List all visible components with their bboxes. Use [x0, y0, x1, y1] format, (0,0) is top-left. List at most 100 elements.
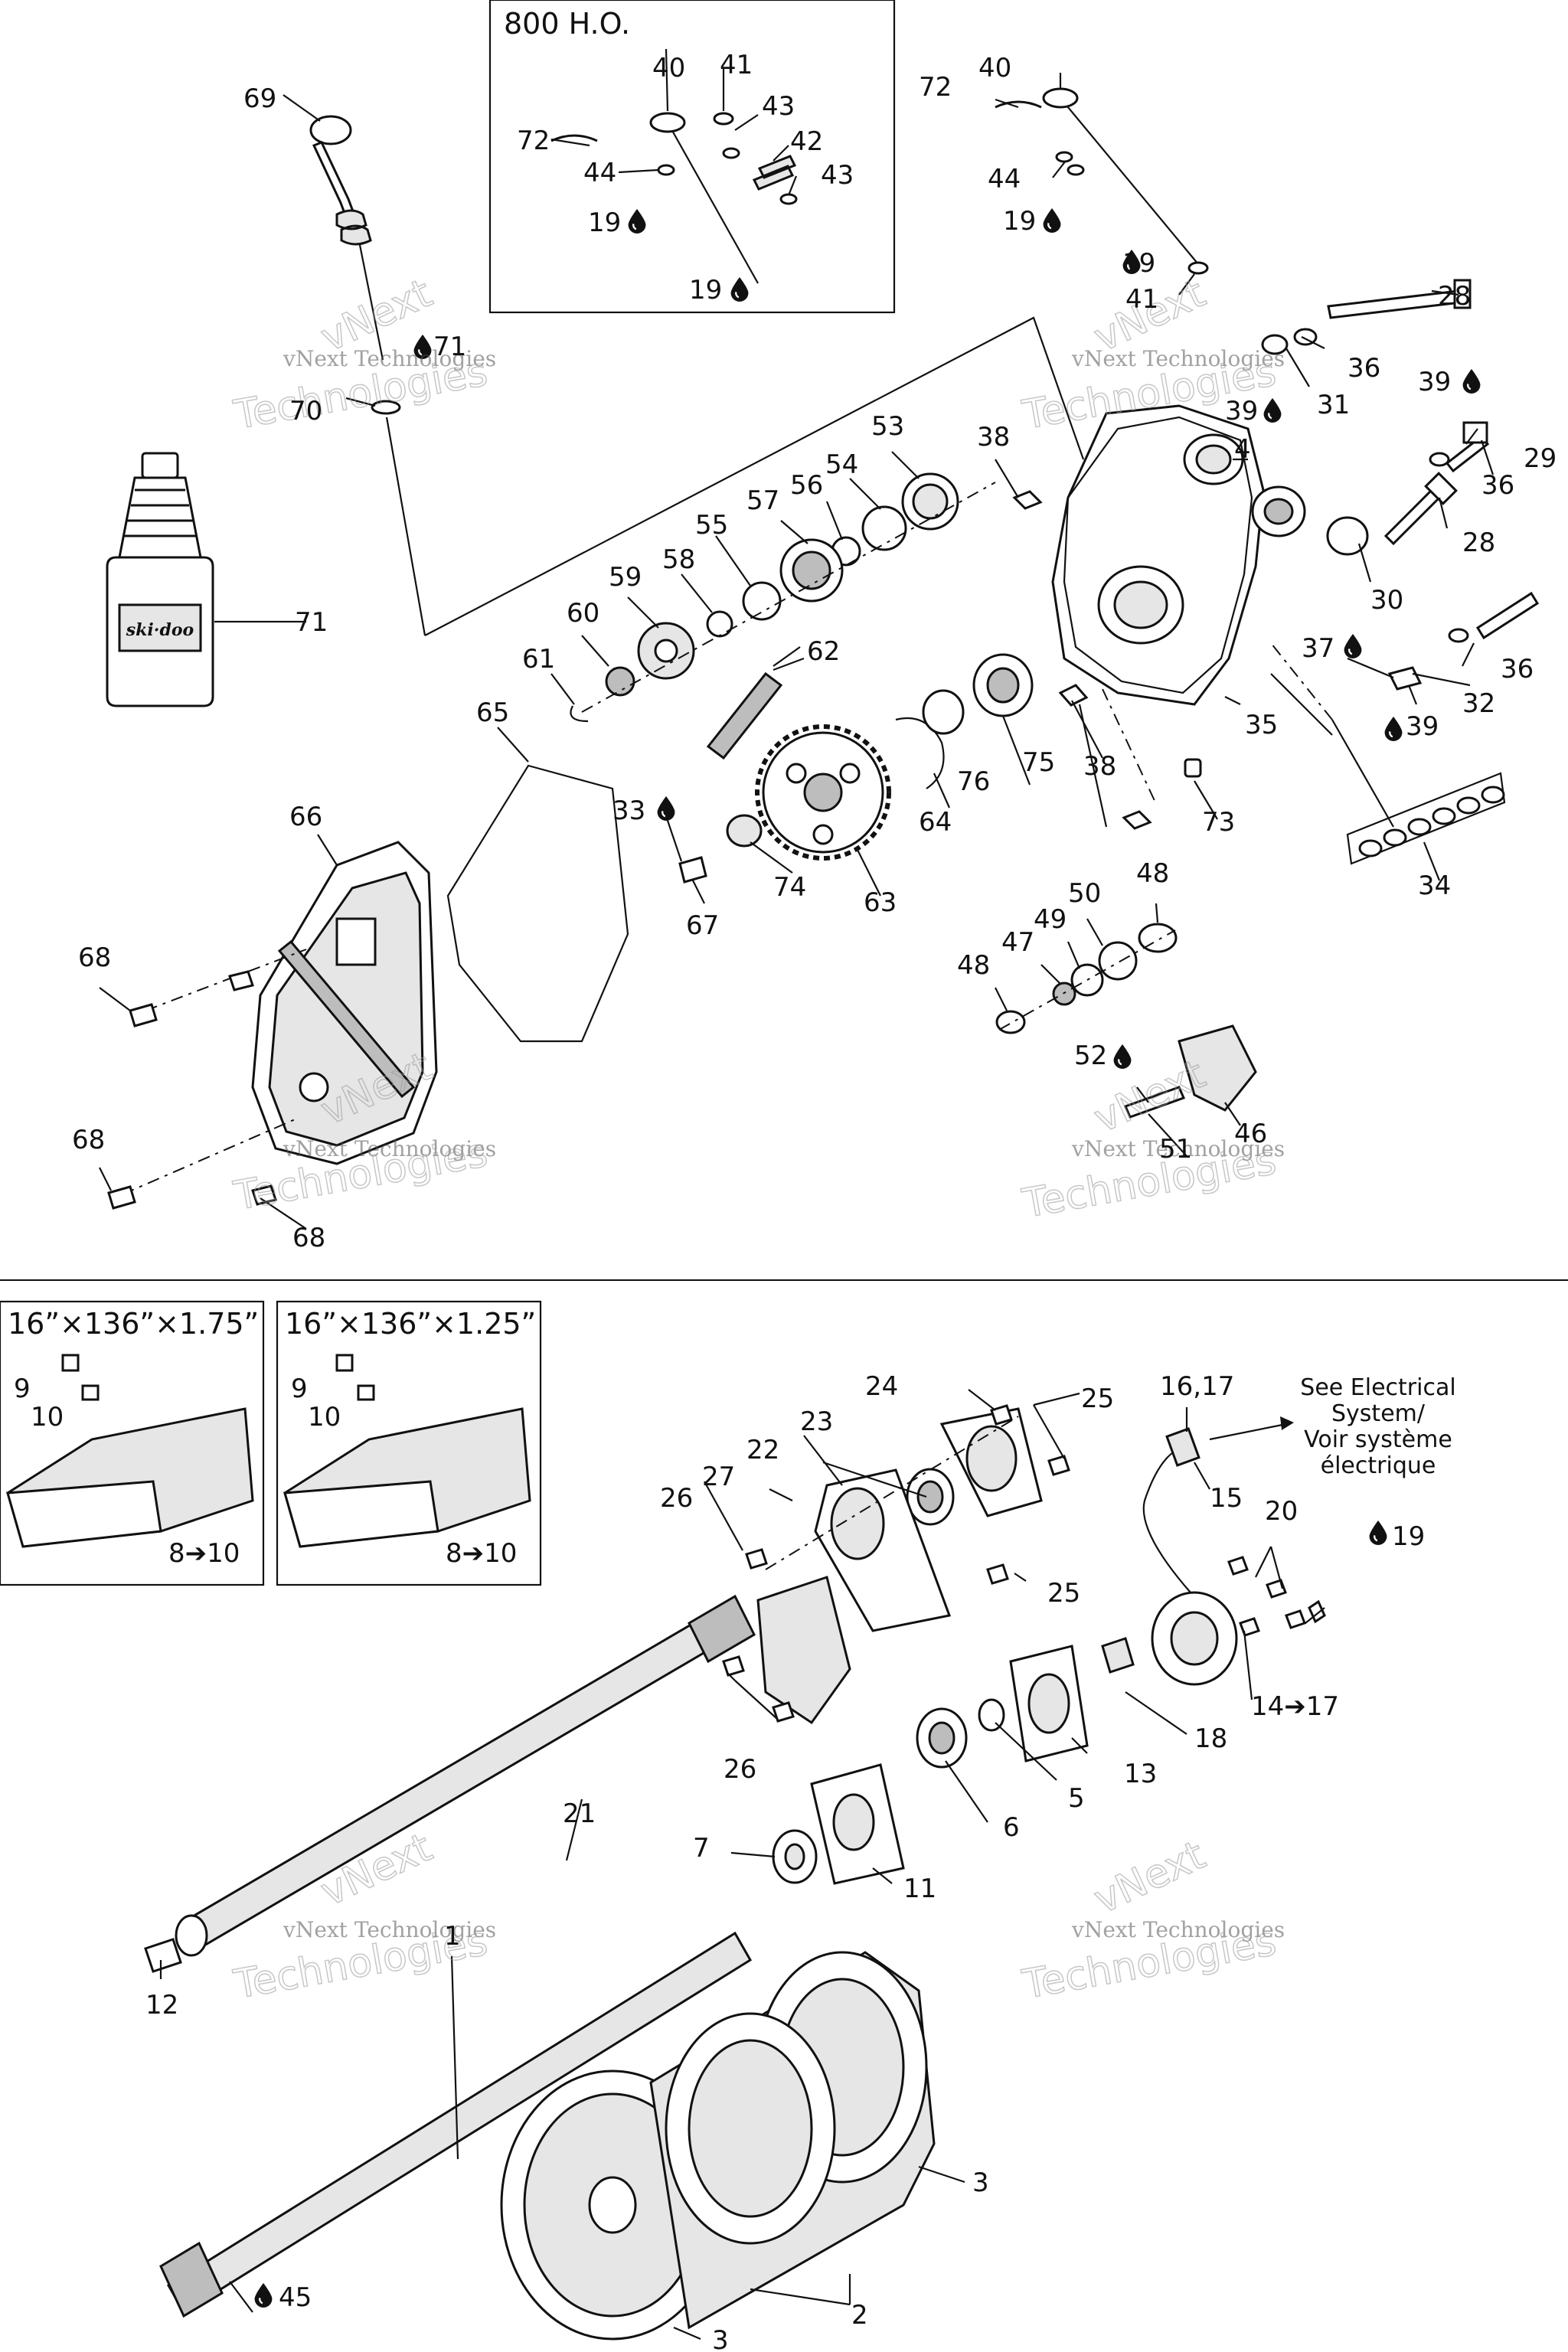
callout-label: 45 — [279, 2282, 312, 2313]
drive-sprockets — [500, 1951, 936, 2341]
callout-label: 76 — [957, 766, 990, 797]
callout-label: 39 — [1225, 396, 1258, 426]
svg-text:vNext: vNext — [1087, 1832, 1212, 1923]
callout-label: 60 — [567, 598, 599, 629]
callout-label: 26 — [660, 1483, 693, 1514]
callout-label: 10 — [308, 1402, 341, 1432]
track-box-1-range: 8➔10 — [168, 1538, 240, 1569]
callout-label: 46 — [1234, 1119, 1267, 1149]
callout-label: 32 — [1462, 688, 1495, 719]
callout-label: 43 — [762, 91, 795, 122]
svg-text:vNext Technologies: vNext Technologies — [283, 1917, 496, 1942]
callout-label: 53 — [871, 411, 904, 442]
callout-label: 41 — [1125, 284, 1158, 315]
svg-text:vNext Technologies: vNext Technologies — [283, 1136, 496, 1161]
callout-label: 15 — [1210, 1483, 1243, 1514]
callout-label: 10 — [31, 1402, 64, 1432]
callout-label: 51 — [1159, 1134, 1192, 1165]
callout-label: 72 — [919, 72, 952, 103]
callout-label: 59 — [609, 562, 642, 593]
callout-label: 1 — [444, 1921, 461, 1952]
callout-label: 68 — [292, 1223, 325, 1253]
callout-label: 67 — [686, 910, 719, 941]
oil-drop-icon — [1263, 398, 1282, 423]
callout-label: 33 — [612, 795, 645, 826]
callout-label: 4 — [1234, 434, 1251, 465]
chaincase-cover — [107, 841, 438, 1210]
svg-text:vNext Technologies: vNext Technologies — [1071, 346, 1285, 371]
svg-text:vNext Technologies: vNext Technologies — [1071, 1917, 1285, 1942]
oil-drop-icon — [1369, 1521, 1387, 1545]
callout-label: 39 — [1418, 367, 1451, 397]
callout-label: 7 — [693, 1833, 710, 1864]
shaft-bearing-stack — [570, 472, 996, 723]
callout-label: 48 — [1136, 858, 1169, 889]
callout-label: 9 — [291, 1374, 308, 1404]
callout-label: 22 — [746, 1435, 779, 1465]
svg-text:ski·doo: ski·doo — [126, 620, 194, 640]
oil-drop-icon — [254, 2283, 273, 2308]
callout-label: 75 — [1022, 747, 1055, 778]
drive-axle — [144, 1594, 756, 1973]
callout-label: 70 — [289, 396, 322, 426]
oil-drop-icon — [1384, 717, 1403, 741]
tensioner-group — [995, 923, 1257, 1119]
callout-label: 16,17 — [1160, 1371, 1234, 1402]
callout-label: 61 — [522, 644, 555, 675]
speed-sensor — [1101, 1427, 1326, 1686]
callout-label: 13 — [1124, 1759, 1157, 1789]
small-parts-mid — [678, 490, 1333, 884]
callout-label: 55 — [695, 510, 728, 541]
callout-label: 20 — [1265, 1496, 1298, 1527]
callout-label: 19 — [689, 275, 722, 305]
callout-labels: 69 40 41 72 43 42 44 43 19 19 72 40 44 1… — [14, 50, 1557, 2352]
callout-label: 73 — [1202, 807, 1235, 838]
callout-label: 26 — [724, 1754, 756, 1785]
callout-label: 72 — [517, 126, 550, 156]
callout-label: 11 — [903, 1873, 936, 1904]
leaders-lower — [159, 1389, 1325, 2341]
sprocket — [755, 724, 891, 861]
callout-label: 37 — [1302, 633, 1334, 664]
callout-label: 5 — [1068, 1783, 1085, 1814]
callout-label: 66 — [289, 802, 322, 832]
svg-text:System/: System/ — [1331, 1400, 1426, 1427]
callout-label: 74 — [773, 872, 806, 903]
oil-drop-icon — [657, 796, 675, 821]
callout-label: 39 — [1406, 711, 1439, 742]
oil-drop-icon — [1043, 208, 1061, 233]
callout-label: 40 — [978, 53, 1011, 83]
oil-drop-icon — [1462, 369, 1481, 394]
track-box-2-range: 8➔10 — [446, 1538, 517, 1569]
callout-label: 44 — [583, 158, 616, 188]
bearing-housings — [722, 1404, 1089, 1885]
callout-label: 2 — [851, 2300, 868, 2331]
oil-drop-icon — [730, 277, 749, 302]
inset-title: 800 H.O. — [504, 7, 630, 41]
callout-label: 34 — [1418, 871, 1451, 901]
callout-label: 19 — [1003, 206, 1036, 237]
callout-label: 25 — [1047, 1578, 1080, 1609]
lubricant-bottle-icon: ski·doo — [106, 452, 306, 707]
svg-text:électrique: électrique — [1321, 1452, 1436, 1479]
callout-label: 68 — [78, 942, 111, 973]
oil-drop-icon — [1344, 634, 1362, 658]
callout-label: 28 — [1438, 281, 1471, 312]
callout-label: 23 — [800, 1406, 833, 1437]
callout-label: 71 — [295, 607, 328, 638]
callout-label: 35 — [1245, 710, 1278, 740]
callout-label: 31 — [1317, 390, 1350, 420]
callout-label: 36 — [1481, 470, 1514, 501]
svg-text:vNext Technologies: vNext Technologies — [1071, 1136, 1285, 1161]
callout-label: 47 — [1001, 927, 1034, 958]
callout-label: 18 — [1194, 1723, 1227, 1754]
inset-800ho: 800 H.O. — [488, 0, 896, 314]
svg-text:Voir système: Voir système — [1304, 1426, 1452, 1453]
callout-label: 41 — [720, 50, 753, 80]
track-box-2-title: 16”×136”×1.25” — [285, 1307, 536, 1341]
callout-label: 24 — [865, 1371, 898, 1402]
callout-label: 65 — [476, 697, 509, 728]
callout-label: 68 — [72, 1125, 105, 1155]
callout-label: 49 — [1034, 904, 1067, 935]
electrical-note: See Electrical System/ Voir système élec… — [1209, 1374, 1456, 1479]
